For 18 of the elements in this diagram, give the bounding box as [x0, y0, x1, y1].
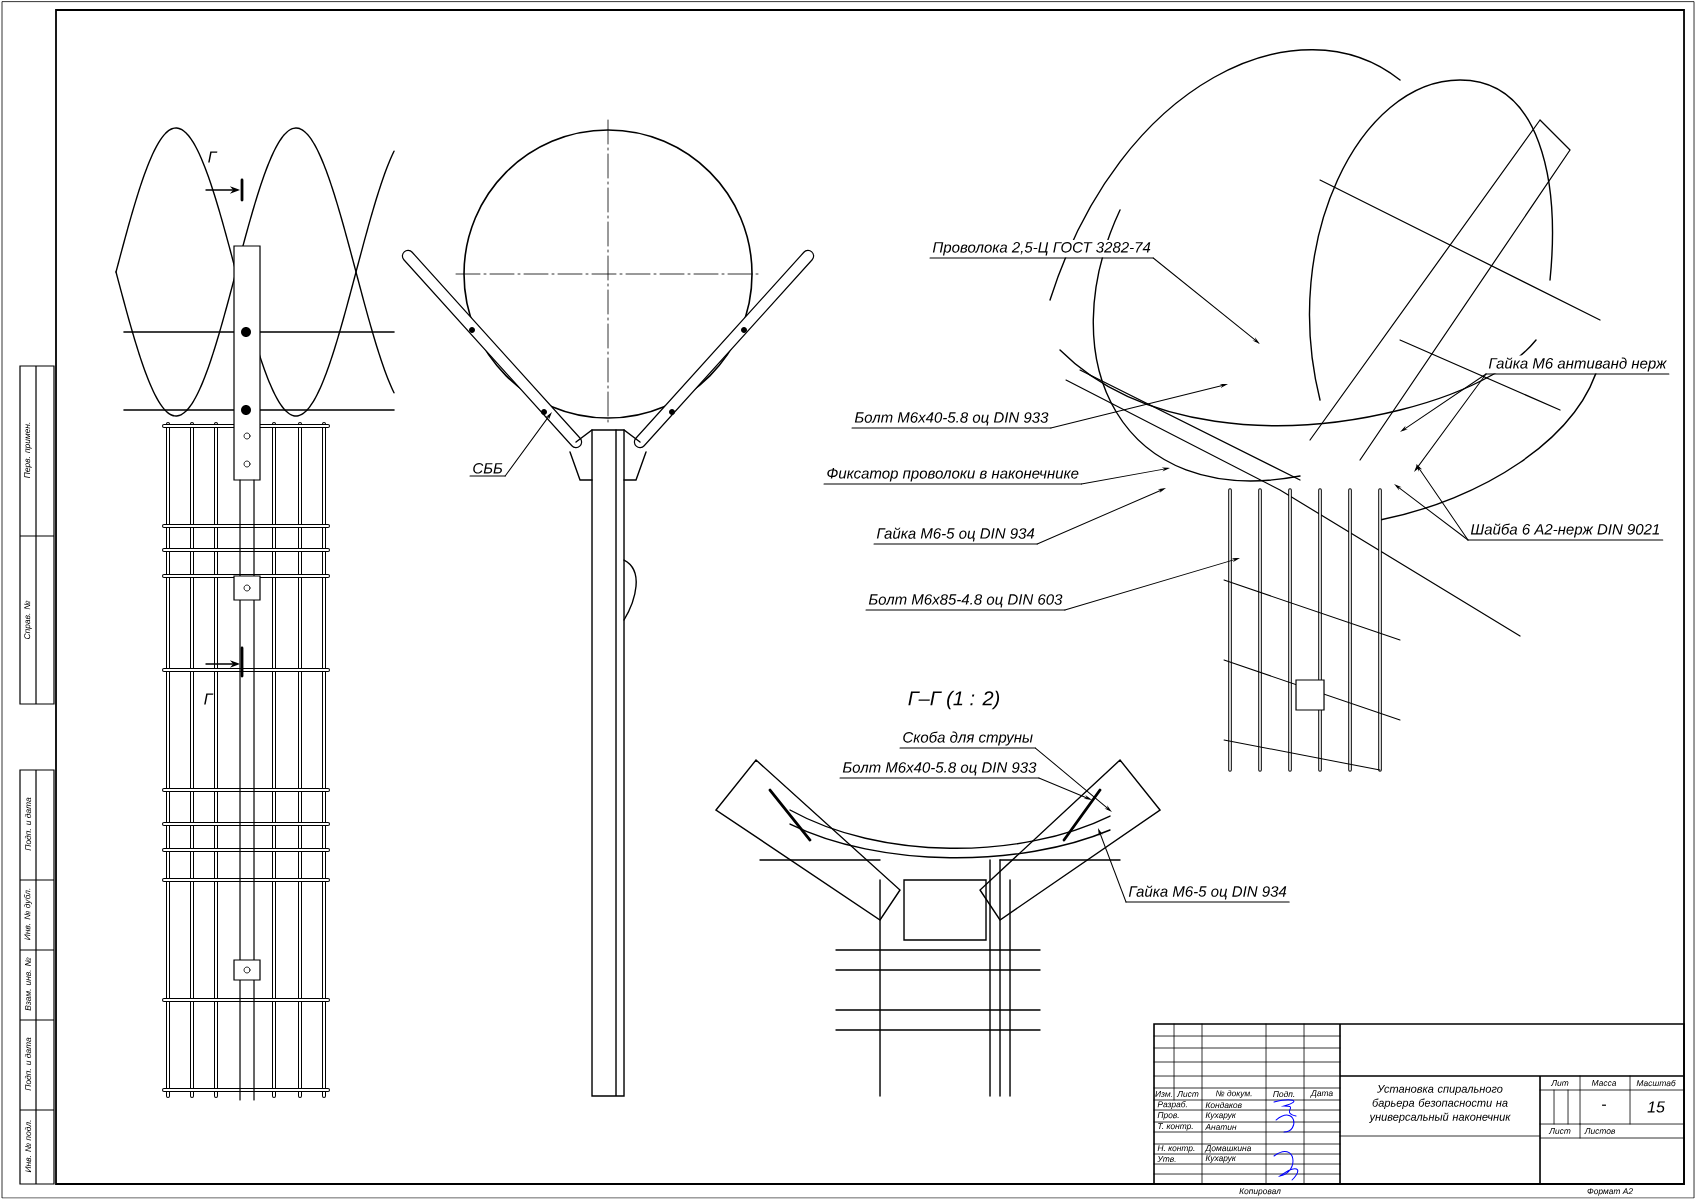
- leader-line: [1038, 777, 1091, 800]
- leader-line: [1036, 488, 1165, 545]
- leader-line: [1050, 384, 1227, 429]
- leader-line: [1080, 467, 1169, 485]
- section-letter: Г: [208, 151, 218, 163]
- leader-line: [1395, 484, 1469, 541]
- leader-line: [1098, 829, 1127, 903]
- leader-line: [1416, 465, 1469, 541]
- title-block-text: -: [1602, 1104, 1606, 1106]
- leader-line: [1064, 558, 1239, 611]
- leader-line: [1152, 257, 1259, 344]
- section-title: Г–Г (1 : 2): [908, 690, 1000, 710]
- title-block-text: 15: [1647, 1101, 1665, 1113]
- leader-line: [1414, 373, 1487, 471]
- section-letter: Г: [204, 693, 214, 705]
- leader-line: [504, 413, 552, 477]
- leader-line: [1034, 747, 1111, 812]
- leader-line: [1401, 373, 1487, 432]
